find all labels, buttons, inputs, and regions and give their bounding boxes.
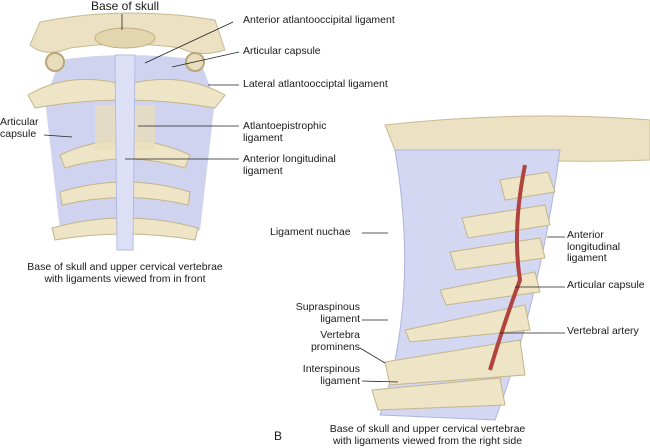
label-line: longitudinal <box>567 240 621 253</box>
label-line: Articular <box>0 116 39 128</box>
side-view-illustration <box>359 115 650 421</box>
label-line: ligament <box>320 312 360 325</box>
label-line: capsule <box>0 127 37 140</box>
caption-line: Base of skull and upper cervical vertebr… <box>27 261 223 273</box>
label-vertebral-artery: Vertebral artery <box>567 325 639 337</box>
label-articular-capsule-front: Articular capsule <box>243 45 321 57</box>
caption-front-view: Base of skull and upper cervical vertebr… <box>0 261 250 285</box>
caption-line: with ligaments viewed from in front <box>44 272 206 285</box>
label-line: ligament <box>567 252 607 264</box>
label-atlantoepistrophic-ligament: Atlantoepistrophic ligament <box>243 120 327 144</box>
label-line: prominens <box>310 340 360 353</box>
label-line: Atlantoepistrophic <box>243 120 327 132</box>
label-base-of-skull: Base of skull <box>90 0 160 13</box>
caption-line: Base of skull and upper cervical vertebr… <box>329 423 526 435</box>
label-line: Anterior longitudinal <box>243 153 336 165</box>
label-line: ligament <box>320 374 360 387</box>
label-line: Vertebra <box>320 329 360 341</box>
label-line: ligament <box>243 164 283 177</box>
caption-line: with ligaments viewed from the right sid… <box>332 434 523 447</box>
front-view-illustration <box>27 12 240 251</box>
label-line: Interspinous <box>302 363 360 375</box>
label-anterior-longitudinal-ligament-front: Anterior longitudinal ligament <box>243 153 336 177</box>
label-articular-capsule-left: Articular capsule <box>0 116 39 140</box>
label-vertebra-prominens: Vertebra prominens <box>260 329 360 353</box>
caption-side-view: Base of skull and upper cervical vertebr… <box>300 423 555 447</box>
label-articular-capsule-side: Articular capsule <box>567 279 645 291</box>
label-line: ligament <box>243 131 283 144</box>
panel-letter: B <box>274 429 283 443</box>
label-anterior-atlantooccipital-ligament: Anterior atlantooccipital ligament <box>243 14 395 26</box>
label-interspinous-ligament: Interspinous ligament <box>260 363 360 387</box>
label-ligament-nuchae: Ligament nuchae <box>270 226 351 238</box>
label-anterior-longitudinal-ligament-side: Anterior longitudinal ligament <box>567 229 621 265</box>
label-supraspinous-ligament: Supraspinous ligament <box>260 301 360 325</box>
label-line: Supraspinous <box>295 301 360 313</box>
label-line: Anterior <box>567 229 604 241</box>
label-lateral-atlantooccipital-ligament: Lateral atlantoocciptal ligament <box>243 78 388 90</box>
